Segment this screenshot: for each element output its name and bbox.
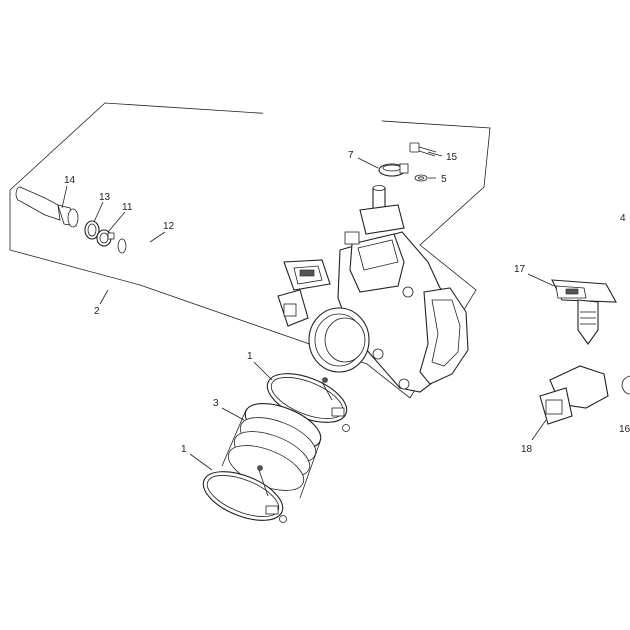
callout-17: 17 [514, 264, 526, 275]
map-sensor[interactable] [551, 279, 617, 345]
callout-2: 2 [94, 306, 100, 317]
callout-7: 7 [348, 150, 354, 161]
callout-1-upper: 1 [247, 351, 253, 362]
callout-3: 3 [213, 398, 219, 409]
throttle-body[interactable] [277, 185, 469, 393]
callout-5: 5 [441, 174, 447, 185]
o-ring[interactable] [84, 220, 100, 240]
callout-14: 14 [64, 175, 76, 186]
callout-13: 13 [99, 192, 111, 203]
screw[interactable] [409, 142, 437, 157]
top-hose-clamp[interactable] [378, 163, 409, 177]
callout-11: 11 [122, 202, 133, 213]
callout-12: 12 [163, 221, 175, 232]
assembly-frame [9, 102, 491, 399]
hose-fitting[interactable] [15, 186, 79, 228]
intake-boot[interactable] [221, 394, 327, 499]
small-hose-clamp[interactable] [96, 229, 115, 247]
throttle-position-sensor[interactable] [539, 365, 609, 425]
lower-intake-clamp[interactable] [197, 462, 290, 531]
partial-part-16 [621, 375, 630, 395]
leader-lines [61, 151, 555, 471]
callout-4: 4 [620, 213, 626, 224]
callout-1-lower: 1 [181, 444, 187, 455]
callout-18: 18 [521, 444, 533, 455]
callout-16: 16 [619, 424, 630, 435]
breather-hose[interactable] [116, 104, 412, 274]
washer[interactable] [414, 174, 428, 182]
callout-15: 15 [446, 152, 458, 163]
